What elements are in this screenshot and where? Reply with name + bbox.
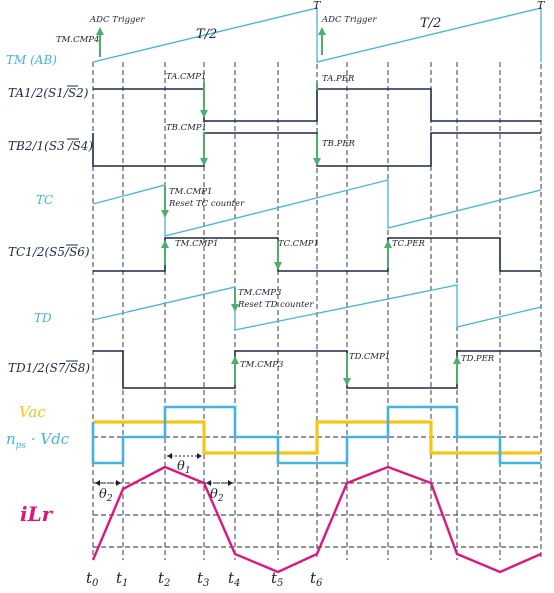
- theta1-marker: [167, 453, 202, 459]
- tb-cmp1-label: TB.CMP1: [166, 123, 207, 133]
- tc12-cmp1-up-arrowhead: [161, 240, 169, 248]
- tc-reset-arrowhead: [161, 210, 169, 218]
- td-per-arrowhead: [453, 356, 461, 364]
- tm-cmp4-arrowhead: [96, 27, 104, 35]
- time-label-t3: t3: [197, 569, 209, 589]
- tm-cmp3-arrowhead: [231, 356, 239, 364]
- nps-vdc-label: nps · Vdc: [6, 430, 70, 451]
- tb-per-arrowhead: [313, 158, 321, 166]
- td-reset-arrowhead: [231, 304, 239, 312]
- adc-trigger-arrowhead-2: [318, 27, 326, 35]
- tm-cmp3-reset-label: TM.CMP3: [238, 288, 281, 298]
- time-label-t6: t6: [310, 569, 323, 589]
- tb-waveform: [92, 132, 541, 167]
- td-label: TD: [34, 311, 52, 325]
- time-label-t4: t4: [228, 569, 240, 589]
- ta-label: TA1/2(S1/S2): [8, 86, 89, 100]
- time-labels: t0 t1 t2 t3 t4 t5 t6: [86, 569, 323, 589]
- time-label-t0: t0: [86, 569, 99, 589]
- td-sawtooth: [92, 284, 542, 331]
- tc-label: TC: [36, 193, 53, 207]
- reset-td-label: Reset TD counter: [237, 300, 314, 310]
- half-period-label-1: T/2: [196, 27, 217, 42]
- tc-sawtooth: [92, 179, 542, 237]
- theta2-right-label: θ2: [210, 487, 224, 504]
- ilr-label: iLr: [20, 502, 54, 526]
- tc-cmp1-arrowhead: [274, 262, 282, 270]
- td-per-label: TD.PER: [461, 354, 495, 364]
- td-cmp1-arrowhead: [343, 378, 351, 386]
- half-period-label-2: T/2: [420, 16, 441, 31]
- ta-cmp1-label: TA.CMP1: [166, 72, 206, 82]
- vac-label: Vac: [19, 403, 46, 421]
- ilr-waveform: [91, 465, 542, 574]
- theta2-right-sub: 2: [217, 494, 224, 504]
- nps-symbol: n: [6, 430, 16, 448]
- theta2-left-label: θ2: [99, 487, 113, 504]
- vac-waveform: [93, 420, 541, 455]
- theta2-left-symbol: θ: [99, 487, 107, 502]
- tc-cmp1-label: TC.CMP1: [278, 239, 319, 249]
- ta-cmp1-arrowhead: [200, 110, 208, 118]
- theta1-label: θ1: [177, 459, 191, 476]
- period-label-2: T: [537, 0, 546, 12]
- adc-trigger-label-1: ADC Trigger: [89, 15, 146, 25]
- theta2-left-marker: [95, 480, 121, 486]
- adc-trigger-label-2: ADC Trigger: [321, 15, 378, 25]
- tc12-label: TC1/2(S5/S6): [8, 245, 90, 259]
- tc-per-arrowhead: [384, 240, 392, 248]
- time-label-t5: t5: [271, 569, 283, 589]
- ta-per-label: TA.PER: [322, 74, 355, 84]
- theta2-right-symbol: θ: [210, 487, 218, 502]
- vdc-symbol: · Vdc: [26, 430, 70, 448]
- ta-waveform: [93, 88, 541, 122]
- td-cmp1-label: TD.CMP1: [349, 352, 390, 362]
- td12-label: TD1/2(S7/S8): [8, 361, 90, 375]
- theta1-symbol: θ: [177, 459, 185, 474]
- period-label-1: T: [313, 0, 322, 12]
- time-label-t2: t2: [158, 569, 170, 589]
- tm-cmp3-td12-label: TM.CMP3: [240, 360, 283, 370]
- tm-label: TM (AB): [6, 53, 57, 67]
- nps-vdc-waveform: [91, 405, 541, 465]
- tb-label: TB2/1(S3 /S4): [8, 139, 93, 153]
- nps-subscript: ps: [16, 441, 27, 451]
- reset-tc-label: Reset TC counter: [168, 199, 245, 209]
- tc-per-label: TC.PER: [392, 239, 425, 249]
- theta1-sub: 1: [185, 466, 191, 476]
- time-label-t1: t1: [116, 569, 128, 589]
- tb-per-label: TB.PER: [322, 139, 356, 149]
- tm-cmp1-reset-label: TM.CMP1: [169, 187, 212, 197]
- tm-cmp1-tc12-label: TM.CMP1: [175, 239, 218, 249]
- tb-cmp1-arrowhead: [200, 158, 208, 166]
- theta2-right-marker: [206, 480, 233, 486]
- tm-sawtooth: [92, 7, 542, 63]
- theta2-left-sub: 2: [106, 494, 113, 504]
- tm-cmp4-label: TM.CMP4: [56, 35, 99, 45]
